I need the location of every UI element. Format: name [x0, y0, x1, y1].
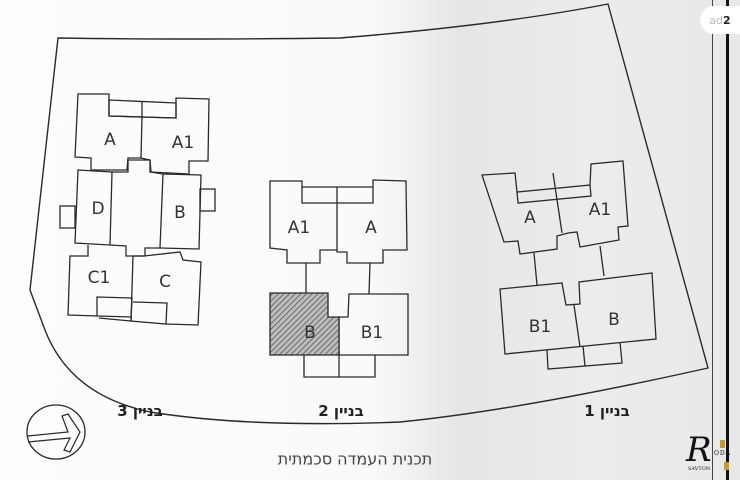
logo-initial: R [686, 430, 712, 470]
building-3-unit-c1: C1 [87, 268, 111, 288]
building-2-unit-b1: B1 [360, 323, 384, 343]
building-1-unit-a1: A1 [588, 200, 612, 220]
roda-logo: R ODA SAVTON [686, 430, 736, 480]
logo-subtext: SAVTON [688, 466, 711, 472]
building-3-label: בניין 3 [117, 402, 163, 420]
building-1-outline [481, 160, 657, 370]
watermark-number: 2 [723, 13, 731, 27]
building-2-unit-a1: A1 [287, 218, 311, 238]
building-2-outline [269, 179, 409, 378]
logo-gold-mark-top [720, 440, 725, 448]
watermark-prefix: ad [709, 13, 724, 27]
site-boundary [29, 3, 709, 425]
plan-title: תכנית העמדה סכמתית [277, 449, 433, 469]
building-2-unit-b-highlight [269, 292, 340, 356]
building-2-label: בניין 2 [318, 402, 364, 420]
building-3-unit-a: A [104, 130, 116, 150]
building-1-label: בניין 1 [584, 402, 630, 420]
building-2-unit-b: B [304, 323, 316, 343]
building-3-unit-c: C [159, 272, 171, 292]
building-3-outline [59, 93, 216, 326]
page-edge-line-right [726, 0, 729, 480]
building-3-unit-a1: A1 [171, 133, 195, 153]
building-2-unit-a: A [365, 218, 377, 238]
building-1-unit-a: A [524, 208, 536, 228]
building-3-unit-b: B [174, 203, 186, 223]
logo-text: ODA [714, 450, 732, 457]
north-arrow-icon [26, 404, 86, 460]
page-edge-line-left [712, 0, 713, 480]
building-1-unit-b1: B1 [528, 317, 552, 337]
logo-gold-mark-bottom [724, 462, 729, 470]
building-3-unit-d: D [91, 199, 105, 219]
building-1-unit-b: B [608, 310, 620, 330]
